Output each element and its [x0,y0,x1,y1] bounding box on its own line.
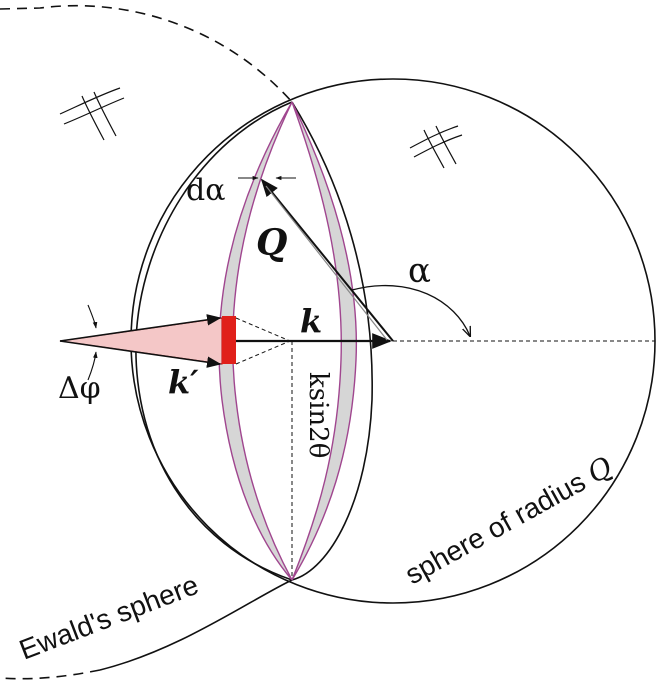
wedge-upper-edge [59,314,222,342]
k-sin-label: ksin2θ [303,372,333,458]
ewald-sphere-label: Ewald's sphere [15,569,203,666]
q-vector-shadow [265,185,388,341]
q-label: Q [256,222,287,264]
ewald-sphere-arc [0,4,293,103]
divergence-wedge [59,317,223,365]
ewald-sphere-tail [0,669,101,680]
sphere-radius-label: sphere of radius Q [399,450,618,591]
q-vector [260,178,394,342]
sphere-radius-text: sphere of radius [400,462,597,590]
alpha-label: α [408,251,431,291]
alpha-angle-arc [351,284,470,336]
dashed-to-center-lower [235,340,291,365]
k-label: k [300,302,322,340]
d-alpha-label: dα [186,173,225,208]
delta-phi-label: Δφ [58,371,101,406]
wedge-lower-edge [59,340,222,368]
crossed-lines-icon [59,87,125,141]
ewald-sphere-solid [99,101,373,671]
delta-phi-arrow-top [87,304,98,329]
detection-marker [222,316,236,364]
delta-phi-arrow-bottom [87,351,98,381]
k-prime-label: k′ [168,363,199,401]
dashed-to-center-upper [235,317,291,342]
crossed-lines-icon-right [409,125,463,169]
